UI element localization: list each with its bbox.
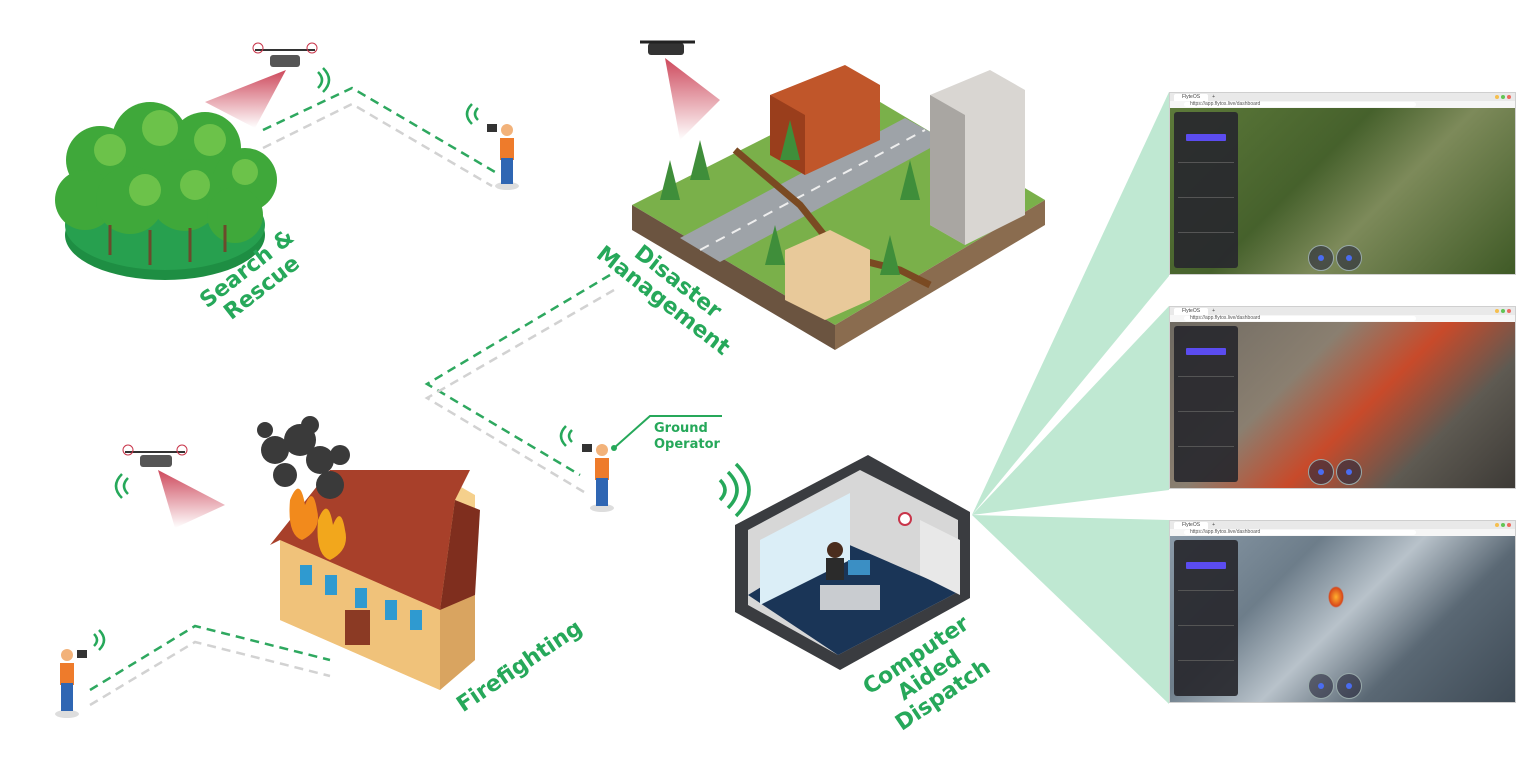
minimize-icon[interactable]: [1495, 309, 1499, 313]
maximize-icon[interactable]: [1501, 309, 1505, 313]
window-controls: [1495, 523, 1515, 527]
dispatch-fan: [972, 92, 1169, 704]
panel-row-divider: [1178, 660, 1234, 661]
control-panel: [1174, 112, 1238, 268]
panel-action-button[interactable]: [1186, 562, 1226, 569]
maximize-icon[interactable]: [1501, 523, 1505, 527]
maximize-icon[interactable]: [1501, 95, 1505, 99]
panel-row-divider: [1178, 590, 1234, 591]
browser-window-3: FlyteOS + https://app.flytos.live/dashbo…: [1169, 520, 1516, 703]
drone-search: [205, 42, 331, 128]
minimize-icon[interactable]: [1495, 95, 1499, 99]
url-field[interactable]: https://app.flytos.live/dashboard: [1184, 316, 1416, 321]
panel-action-button[interactable]: [1186, 134, 1226, 141]
control-panel: [1174, 540, 1238, 696]
panel-row-divider: [1178, 446, 1234, 447]
fire-spot: [1328, 586, 1344, 608]
operator-disaster: [559, 415, 722, 512]
url-field[interactable]: https://app.flytos.live/dashboard: [1184, 530, 1416, 535]
comm-paths: [89, 86, 615, 707]
drone-feed-view: [1170, 536, 1515, 702]
panel-row-divider: [1178, 411, 1234, 412]
close-icon[interactable]: [1507, 95, 1511, 99]
drone-disaster: [640, 40, 720, 140]
burning-house: [257, 416, 480, 690]
window-controls: [1495, 95, 1515, 99]
dispatch-office: [718, 455, 970, 670]
browser-tab-bar: FlyteOS +: [1170, 93, 1515, 101]
label-ground-operator: Ground Operator: [654, 421, 720, 452]
forest-island: [55, 102, 277, 280]
close-icon[interactable]: [1507, 309, 1511, 313]
panel-action-button[interactable]: [1186, 348, 1226, 355]
left-joystick[interactable]: [1308, 673, 1334, 699]
browser-tab-bar: FlyteOS +: [1170, 307, 1515, 315]
right-joystick[interactable]: [1336, 673, 1362, 699]
new-tab-icon[interactable]: +: [1212, 308, 1215, 314]
minimize-icon[interactable]: [1495, 523, 1499, 527]
browser-tab[interactable]: FlyteOS: [1174, 93, 1209, 101]
right-joystick[interactable]: [1336, 459, 1362, 485]
operator-fire: [55, 629, 106, 718]
new-tab-icon[interactable]: +: [1212, 522, 1215, 528]
right-joystick[interactable]: [1336, 245, 1362, 271]
panel-row-divider: [1178, 162, 1234, 163]
control-panel: [1174, 326, 1238, 482]
panel-row-divider: [1178, 376, 1234, 377]
browser-tab-bar: FlyteOS +: [1170, 521, 1515, 529]
url-field[interactable]: https://app.flytos.live/dashboard: [1184, 102, 1416, 107]
browser-window-1: FlyteOS + https://app.flytos.live/dashbo…: [1169, 92, 1516, 275]
left-joystick[interactable]: [1308, 459, 1334, 485]
new-tab-icon[interactable]: +: [1212, 94, 1215, 100]
drone-feed-view: [1170, 322, 1515, 488]
close-icon[interactable]: [1507, 523, 1511, 527]
window-controls: [1495, 309, 1515, 313]
browser-tab[interactable]: FlyteOS: [1174, 521, 1209, 529]
browser-tab[interactable]: FlyteOS: [1174, 307, 1209, 315]
drone-fire: [114, 444, 225, 528]
disaster-city: [632, 65, 1045, 350]
drone-feed-view: [1170, 108, 1515, 274]
left-joystick[interactable]: [1308, 245, 1334, 271]
panel-row-divider: [1178, 232, 1234, 233]
panel-row-divider: [1178, 625, 1234, 626]
browser-window-2: FlyteOS + https://app.flytos.live/dashbo…: [1169, 306, 1516, 489]
operator-search: [465, 103, 519, 190]
panel-row-divider: [1178, 197, 1234, 198]
